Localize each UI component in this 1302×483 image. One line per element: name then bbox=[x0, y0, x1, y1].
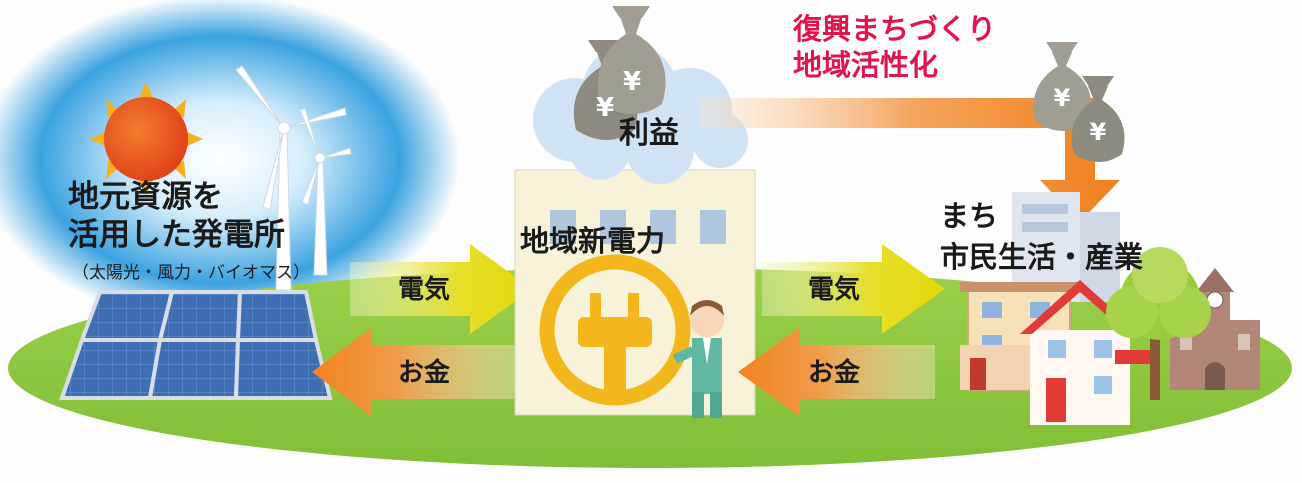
wind-turbine-icon bbox=[235, 65, 352, 291]
plant-title: 地元資源を 活用した発電所 bbox=[68, 178, 285, 254]
money-arrow-right bbox=[738, 327, 935, 417]
yen-symbol: ¥ bbox=[596, 93, 614, 123]
profit-label: 利益 bbox=[619, 116, 679, 151]
money-bag-icon bbox=[573, 6, 1125, 162]
tree-icon bbox=[1106, 247, 1211, 400]
solar-panel-icon bbox=[59, 290, 333, 400]
revitalization-line1: 復興まちづくり bbox=[793, 12, 997, 46]
yen-symbol: ¥ bbox=[623, 67, 641, 97]
apartment-building bbox=[960, 282, 1078, 391]
company-label: 地域新電力 bbox=[520, 224, 666, 258]
electricity-arrow-left bbox=[350, 244, 532, 334]
sky-glow bbox=[0, 0, 460, 325]
money-label-left: お金 bbox=[398, 358, 451, 388]
power-plug-icon bbox=[539, 254, 691, 406]
revitalization-line2: 地域活性化 bbox=[793, 48, 939, 82]
revitalization-label: 復興まちづくり 地域活性化 bbox=[793, 11, 996, 83]
town-sublabel: 市民生活・産業 bbox=[940, 240, 1144, 274]
money-arrow-left bbox=[312, 327, 520, 417]
town-label: まち bbox=[940, 199, 999, 233]
yen-symbol: ¥ bbox=[1090, 118, 1107, 146]
electricity-label-right: 電気 bbox=[808, 275, 861, 305]
businessman-icon bbox=[672, 300, 724, 418]
plant-title-line1: 地元資源を bbox=[68, 179, 223, 215]
sun-icon bbox=[89, 82, 203, 196]
electricity-arrow-right bbox=[762, 244, 945, 334]
yen-symbol: ¥ bbox=[1054, 84, 1071, 112]
plant-subtitle: （太陽光・風力・バイオマス） bbox=[72, 263, 310, 283]
electricity-label-left: 電気 bbox=[398, 275, 451, 305]
money-label-right: お金 bbox=[808, 358, 861, 388]
plant-title-line2: 活用した発電所 bbox=[68, 217, 285, 253]
